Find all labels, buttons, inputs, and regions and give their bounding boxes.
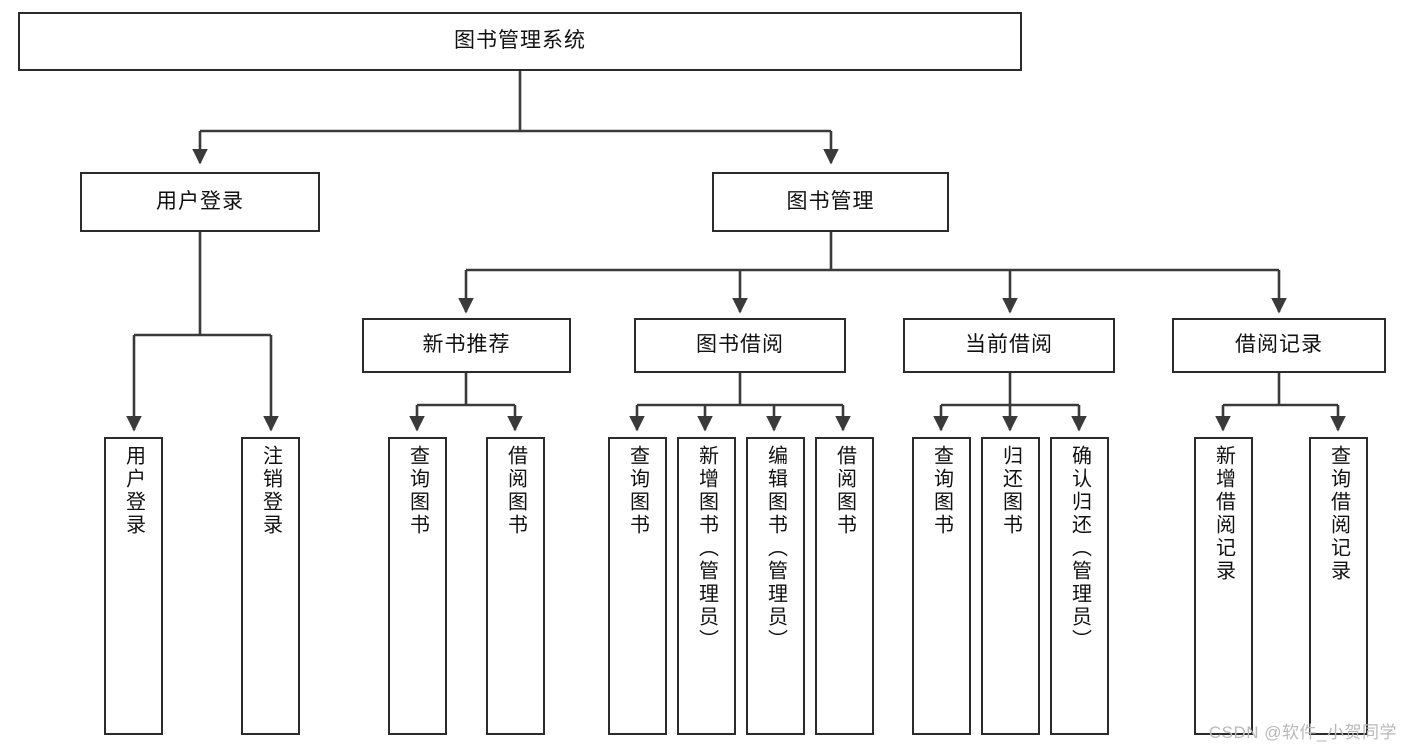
node-label: 注销登录	[259, 445, 282, 537]
node-label: 查询图书	[930, 445, 953, 537]
node-borrow-record[interactable]: 借阅记录	[1172, 318, 1386, 373]
node-label: 借阅记录	[1235, 333, 1323, 357]
node-user-login[interactable]: 用户登录	[80, 172, 320, 232]
leaf-recommend-query-book[interactable]: 查询图书	[388, 437, 447, 735]
node-root-system[interactable]: 图书管理系统	[18, 12, 1022, 71]
node-label: 新增图书（管理员）	[695, 445, 718, 652]
node-label: 归还图书	[999, 445, 1022, 537]
leaf-user-login-signin[interactable]: 用户登录	[104, 437, 163, 735]
node-book-borrow[interactable]: 图书借阅	[634, 318, 846, 373]
node-label: 确认归还（管理员）	[1068, 445, 1091, 652]
watermark-text: CSDN @软件_小贺同学	[1208, 723, 1397, 742]
node-label: 新书推荐	[422, 333, 511, 357]
node-label: 查询借阅记录	[1327, 445, 1350, 583]
leaf-current-query-book[interactable]: 查询图书	[912, 437, 971, 735]
node-label: 编辑图书（管理员）	[764, 445, 787, 652]
node-current-borrow[interactable]: 当前借阅	[903, 318, 1115, 373]
node-label: 借阅图书	[504, 445, 527, 537]
leaf-current-return-book[interactable]: 归还图书	[981, 437, 1040, 735]
node-label: 借阅图书	[833, 445, 856, 537]
node-label: 图书管理	[786, 189, 875, 213]
leaf-record-query-record[interactable]: 查询借阅记录	[1309, 437, 1368, 735]
leaf-borrow-query-book[interactable]: 查询图书	[608, 437, 667, 735]
node-label: 图书借阅	[696, 333, 784, 357]
node-new-book-recommend[interactable]: 新书推荐	[362, 318, 571, 373]
leaf-borrow-borrow-book[interactable]: 借阅图书	[815, 437, 874, 735]
leaf-borrow-edit-book-admin[interactable]: 编辑图书（管理员）	[746, 437, 805, 735]
node-label: 查询图书	[406, 445, 429, 537]
node-label: 查询图书	[626, 445, 649, 537]
node-label: 当前借阅	[965, 333, 1053, 357]
leaf-current-confirm-return-admin[interactable]: 确认归还（管理员）	[1050, 437, 1109, 735]
node-book-management[interactable]: 图书管理	[712, 172, 949, 232]
leaf-borrow-add-book-admin[interactable]: 新增图书（管理员）	[677, 437, 736, 735]
node-label: 新增借阅记录	[1212, 445, 1235, 583]
node-label: 用户登录	[156, 189, 244, 213]
leaf-user-login-signout[interactable]: 注销登录	[241, 437, 300, 735]
leaf-record-add-record[interactable]: 新增借阅记录	[1194, 437, 1253, 735]
node-label: 用户登录	[122, 445, 145, 537]
leaf-recommend-borrow-book[interactable]: 借阅图书	[486, 437, 545, 735]
node-label: 图书管理系统	[454, 29, 586, 53]
